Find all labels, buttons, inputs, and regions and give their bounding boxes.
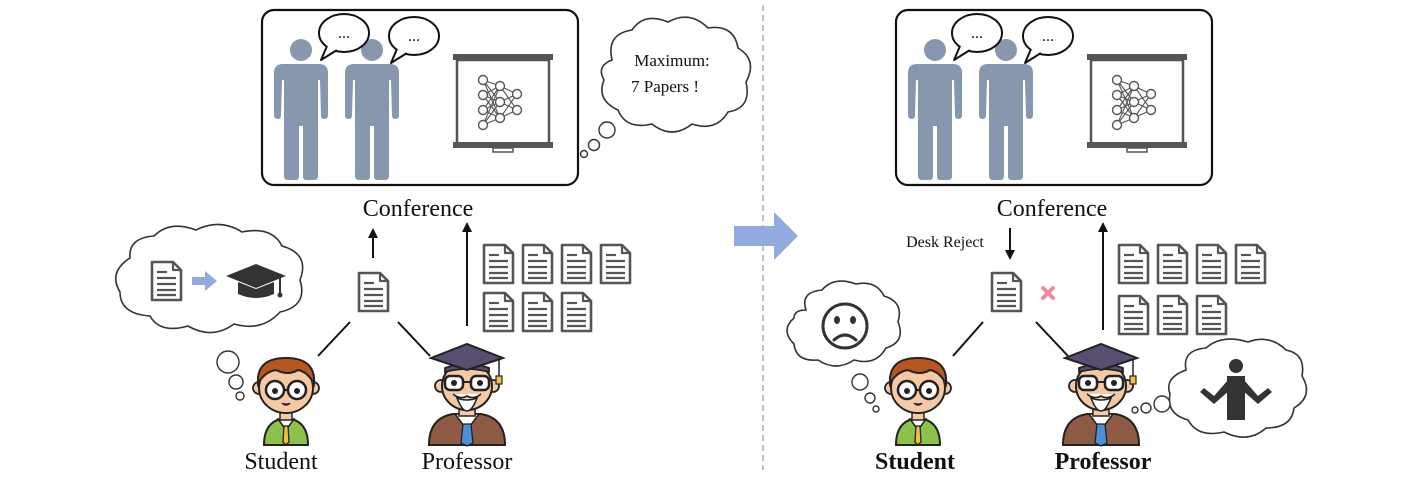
- professor-papers: [1117, 243, 1267, 336]
- student-thought-cloud: [786, 280, 902, 413]
- student-thought-cloud: [114, 223, 304, 401]
- thought-cloud-max-papers: Maximum: 7 Papers !: [579, 16, 752, 159]
- student-label: Student: [875, 449, 955, 475]
- presentation-screen-icon: [451, 52, 555, 154]
- document-icon: [560, 291, 593, 333]
- document-icon: [1117, 294, 1150, 336]
- speech-bubble: ...: [388, 16, 440, 64]
- right-panel: ... ... Conference Desk Reject: [786, 8, 1308, 475]
- conference-label: Conference: [997, 196, 1108, 222]
- professor-label: Professor: [1055, 449, 1152, 475]
- document-icon: [357, 271, 390, 313]
- student-label: Student: [244, 449, 318, 475]
- speech-text: ...: [1042, 28, 1054, 45]
- cross-icon: [1041, 286, 1055, 300]
- document-icon: [599, 243, 632, 285]
- document-icon: [1195, 243, 1228, 285]
- document-icon: [150, 260, 183, 302]
- document-icon: [1117, 243, 1150, 285]
- submit-arrow-professor: [1098, 222, 1108, 330]
- speech-bubble: ...: [318, 13, 370, 61]
- document-icon: [560, 243, 593, 285]
- document-icon: [990, 271, 1023, 313]
- thought-text-line1: Maximum:: [634, 51, 710, 70]
- professor-thought-cloud: [1131, 338, 1308, 438]
- document-icon: [1195, 294, 1228, 336]
- document-icon: [521, 243, 554, 285]
- thought-text-line2: 7 Papers !: [631, 77, 699, 96]
- submit-arrow-professor: [462, 222, 472, 326]
- professor-link: [397, 321, 431, 357]
- document-icon: [1156, 243, 1189, 285]
- professor-link: [1035, 321, 1069, 357]
- student-avatar: [251, 356, 321, 447]
- speech-bubble: ...: [951, 13, 1003, 61]
- document-icon: [1156, 294, 1189, 336]
- speech-text: ...: [971, 25, 983, 42]
- professor-papers: [482, 243, 632, 333]
- student-link: [317, 321, 351, 357]
- student-avatar: [883, 356, 953, 447]
- presentation-screen-icon: [1085, 52, 1189, 154]
- speech-text: ...: [408, 28, 420, 45]
- document-icon: [521, 291, 554, 333]
- professor-avatar: [427, 342, 507, 448]
- speech-bubble: ...: [1022, 16, 1074, 64]
- conference-label: Conference: [363, 196, 474, 222]
- shrug-person-icon: [1200, 359, 1272, 420]
- document-icon: [482, 291, 515, 333]
- speech-text: ...: [338, 25, 350, 42]
- document-icon: [482, 243, 515, 285]
- document-icon: [1234, 243, 1267, 285]
- arrow-right-icon: [192, 271, 217, 291]
- sad-face-icon: [821, 302, 869, 350]
- professor-label: Professor: [422, 449, 513, 475]
- desk-reject-label: Desk Reject: [906, 234, 984, 251]
- student-link: [952, 321, 984, 357]
- left-panel: ... ... Maximum: 7 Papers ! Conference: [114, 8, 752, 475]
- submit-arrow: [368, 228, 378, 258]
- desk-reject-arrow: [1005, 228, 1015, 260]
- transition-arrow-icon: [734, 212, 798, 260]
- professor-avatar: [1061, 342, 1141, 448]
